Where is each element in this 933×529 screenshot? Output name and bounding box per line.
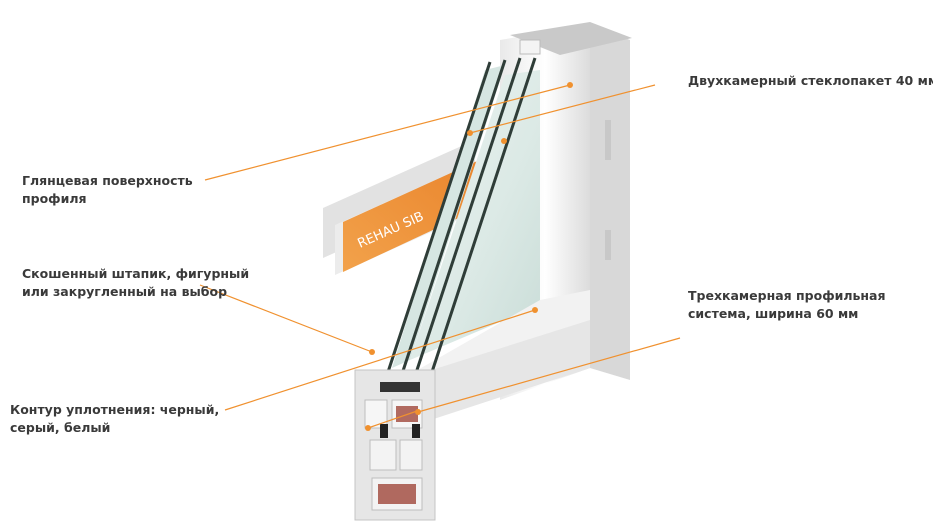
label-seal-contour: Контур уплотнения: черный, серый, белый	[10, 401, 219, 437]
callout-double-line	[469, 84, 656, 134]
label-bead-line2: или закругленный на выбор	[22, 284, 228, 299]
callout-dot	[567, 82, 573, 88]
callout-profile-line	[417, 337, 681, 413]
label-system-line2: система, ширина 60 мм	[688, 306, 859, 321]
label-double-glazing: Двухкамерный стеклопакет 40 мм	[688, 72, 933, 90]
label-glazing-bead: Скошенный штапик, фигурный или закруглен…	[22, 265, 249, 301]
label-seal-line1: Контур уплотнения: черный,	[10, 402, 220, 417]
glass-edges	[386, 57, 537, 379]
callout-glossy-line	[204, 84, 571, 181]
callout-seal-line	[224, 309, 536, 411]
callout-dot	[467, 130, 473, 136]
callout-dot	[532, 307, 538, 313]
callout-dots	[365, 82, 573, 431]
callout-dot	[365, 425, 371, 431]
callout-seal-line-2	[367, 409, 421, 429]
callout-bead-line	[199, 284, 373, 353]
label-seal-line2: серый, белый	[10, 420, 111, 435]
callout-dot	[415, 409, 421, 415]
label-glossy-line1: Глянцевая поверхность	[22, 173, 193, 188]
label-profile-system: Трехкамерная профильная система, ширина …	[688, 287, 886, 323]
callout-lines	[199, 84, 681, 429]
label-double-line1: Двухкамерный стеклопакет 40 мм	[688, 73, 933, 88]
callout-dot	[369, 349, 375, 355]
label-system-line1: Трехкамерная профильная	[688, 288, 886, 303]
profile-cross-section	[354, 369, 436, 521]
label-glossy-surface: Глянцевая поверхность профиля	[22, 172, 193, 208]
label-glossy-line2: профиля	[22, 191, 87, 206]
callout-dot	[501, 138, 507, 144]
label-bead-line1: Скошенный штапик, фигурный	[22, 266, 250, 281]
